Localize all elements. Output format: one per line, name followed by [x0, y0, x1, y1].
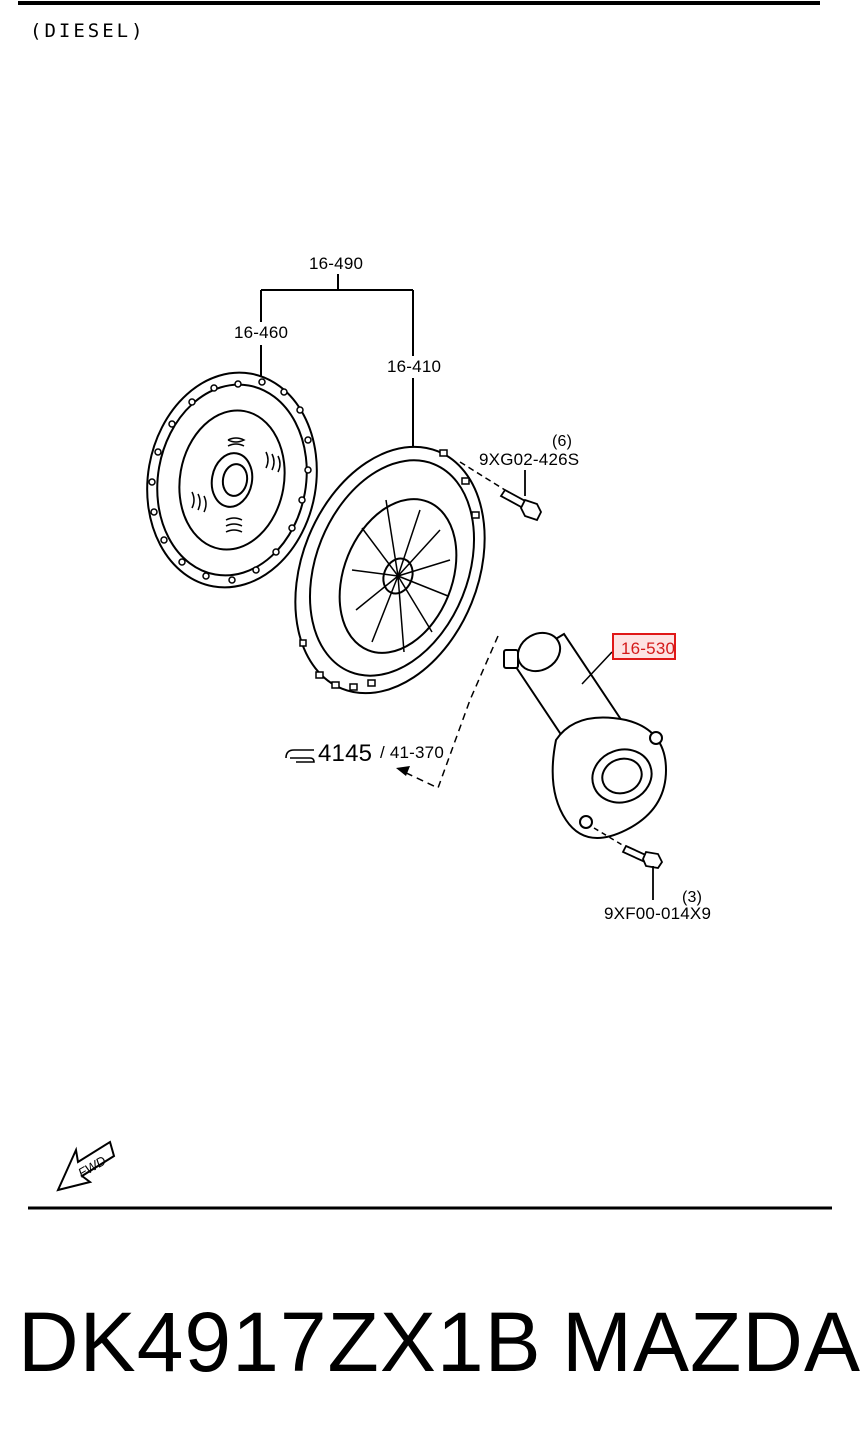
pointing-hand-icon [285, 749, 315, 763]
cylinder-bolt-leader [593, 827, 625, 847]
callout-assy: 16-490 [309, 254, 364, 273]
callout-cylinder-bolt-qty: (3) [682, 889, 703, 906]
clutch-cover [294, 445, 486, 695]
callout-disc: 16-460 [234, 323, 289, 342]
callout-cover: 16-410 [387, 357, 442, 376]
assy-bracket [260, 274, 414, 450]
leader-arrowhead [396, 766, 410, 776]
footer-brand: MAZDA [562, 1295, 861, 1389]
callout-cover-bolt-qty: (6) [552, 433, 573, 450]
cover-bolt-leader [459, 461, 506, 491]
cylinder-leader-dashed [399, 635, 499, 790]
clutch-disc [146, 371, 318, 589]
highlight-box [612, 633, 676, 660]
variant-label: (DIESEL) [30, 20, 146, 42]
ref-section: / 41-370 [380, 743, 444, 762]
callout-cover-bolt: 9XG02-426S [479, 450, 580, 469]
cylinder-bolt [621, 844, 664, 900]
release-cylinder [503, 631, 668, 839]
callout-release-cylinder[interactable]: 16-530 [621, 639, 676, 658]
ref-page: 4145 [318, 740, 373, 767]
callout-cylinder-bolt: 9XF00-014X9 [604, 904, 712, 923]
cover-bolt [499, 470, 543, 522]
footer-part-number: DK4917ZX1B [18, 1295, 542, 1389]
fwd-arrow-icon [56, 1140, 116, 1192]
